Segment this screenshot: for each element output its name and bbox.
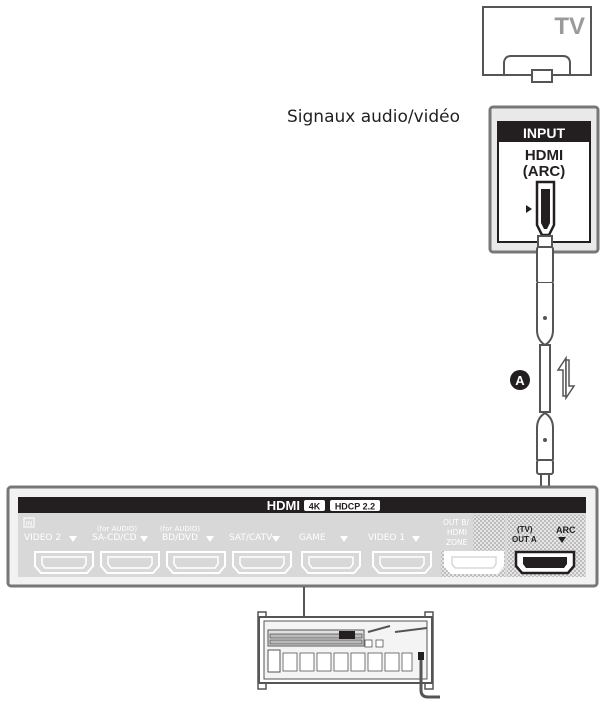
av-receiver-illustration bbox=[257, 611, 440, 699]
hdmi-input-sacd: (for AUDIO) SA-CD/CD bbox=[92, 525, 160, 574]
tv-illustration: TV bbox=[482, 6, 592, 136]
receiver-panel-title: HDMI bbox=[267, 498, 300, 513]
input-title: INPUT bbox=[523, 125, 565, 141]
out-a-tv-label: (TV) bbox=[517, 525, 533, 534]
cable-marker-text: A bbox=[515, 373, 525, 388]
out-a-label: OUT A bbox=[512, 535, 537, 544]
arc-label: ARC bbox=[556, 525, 576, 535]
hdmi-output-b: OUT B/ HDMI ZONE bbox=[441, 515, 505, 577]
tv-stand-connector bbox=[531, 69, 553, 83]
signal-label: Signaux audio/vidéo bbox=[287, 107, 460, 127]
input-header-bar bbox=[499, 123, 589, 142]
input-sub-label: (for AUDIO) bbox=[97, 525, 137, 533]
tv-input-panel: INPUT HDMI (ARC) bbox=[488, 105, 600, 254]
out-b-line3: ZONE bbox=[446, 538, 468, 547]
port-label-hdmi: HDMI bbox=[525, 147, 563, 164]
tv-stand bbox=[503, 55, 571, 75]
badge-hdcp: HDCP 2.2 bbox=[335, 502, 375, 512]
badge-4k: 4K bbox=[309, 502, 321, 512]
receiver-panel-header bbox=[18, 497, 586, 513]
hdmi-input-bddvd: (for AUDIO) BD/DVD bbox=[160, 525, 226, 574]
hdmi-input-satcatv: SAT/CATV bbox=[229, 533, 292, 574]
tv-label: TV bbox=[554, 13, 585, 40]
in-marker-label: IN bbox=[26, 520, 33, 528]
out-b-line1: OUT B/ bbox=[443, 518, 470, 527]
input-label: SAT/CATV bbox=[229, 533, 273, 543]
hdmi-input-video2: VIDEO 2 bbox=[24, 533, 94, 574]
in-marker bbox=[23, 517, 35, 528]
input-label: GAME bbox=[299, 533, 326, 543]
input-sub-label: (for AUDIO) bbox=[160, 525, 200, 533]
cable-marker-a: A bbox=[510, 370, 530, 390]
port-label-arc: (ARC) bbox=[523, 163, 566, 180]
input-label: VIDEO 1 bbox=[368, 533, 405, 543]
power-cord bbox=[419, 655, 440, 699]
receiver-hdmi-panel: HDMI 4K HDCP 2.2 IN VIDEO 2 (for AUDIO) … bbox=[6, 485, 599, 588]
input-label: VIDEO 2 bbox=[24, 533, 61, 543]
tv-screen bbox=[482, 6, 592, 76]
out-b-line2: HDMI bbox=[447, 528, 467, 537]
bidirectional-arrow-icon bbox=[556, 355, 576, 401]
hdmi-output-a: (TV) OUT A ARC bbox=[507, 515, 585, 577]
hdmi-input-video1: VIDEO 1 bbox=[368, 533, 432, 574]
port-pointer-icon bbox=[526, 205, 532, 213]
input-label: SA-CD/CD bbox=[92, 533, 137, 543]
input-label: BD/DVD bbox=[162, 533, 198, 543]
hdmi-input-game: GAME bbox=[299, 533, 361, 574]
